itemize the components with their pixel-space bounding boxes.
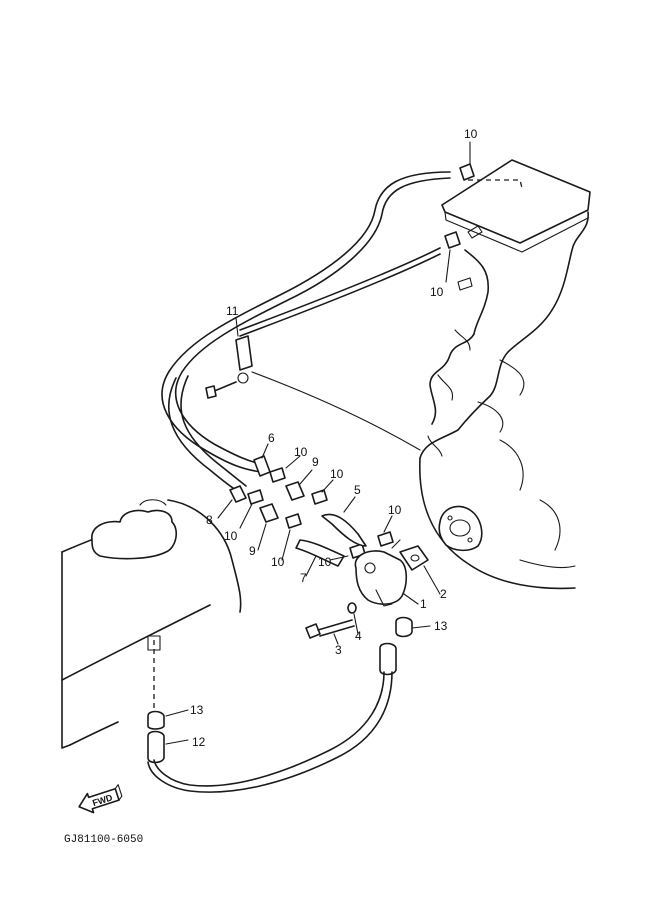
- drawing-code: GJ81100-6050: [64, 834, 143, 846]
- mounting-bolt: [305, 619, 355, 639]
- label-4: 4: [355, 629, 362, 643]
- label-10-pump: 10: [318, 555, 332, 569]
- label-10-right: 10: [388, 503, 402, 517]
- label-10-upper-right: 10: [430, 285, 444, 299]
- label-5: 5: [354, 483, 361, 497]
- label-9-upper: 9: [312, 455, 319, 469]
- label-10-lower: 10: [271, 555, 285, 569]
- label-3: 3: [335, 643, 342, 657]
- oil-tank: [61, 499, 242, 749]
- hose-clamps: [247, 163, 475, 559]
- engine-block: [418, 159, 591, 590]
- label-13-left: 13: [190, 703, 204, 717]
- label-6: 6: [268, 431, 275, 445]
- label-10-mid-a: 10: [294, 445, 308, 459]
- washer: [347, 602, 357, 614]
- label-7: 7: [300, 571, 307, 585]
- label-12: 12: [192, 735, 206, 749]
- lower-hose: [147, 616, 413, 793]
- label-11: 11: [226, 304, 239, 318]
- fwd-arrow: FWD: [78, 784, 123, 814]
- label-9-lower: 9: [249, 544, 256, 558]
- hose-bracket: [205, 335, 253, 399]
- label-10-top: 10: [464, 127, 478, 141]
- fuel-hose-top: [161, 171, 451, 495]
- hose-joints: [229, 455, 305, 523]
- label-10-left: 10: [224, 529, 238, 543]
- label-1: 1: [420, 597, 427, 611]
- oil-pump: [354, 539, 429, 607]
- label-13-right: 13: [434, 619, 448, 633]
- leader-lines: [165, 141, 471, 745]
- label-8: 8: [206, 513, 213, 527]
- label-10-mid-b: 10: [330, 467, 344, 481]
- label-2: 2: [440, 587, 447, 601]
- part-labels: 10 10 11 6 10 9 10 5 10 8 10 9 10 7 10 1…: [190, 127, 478, 749]
